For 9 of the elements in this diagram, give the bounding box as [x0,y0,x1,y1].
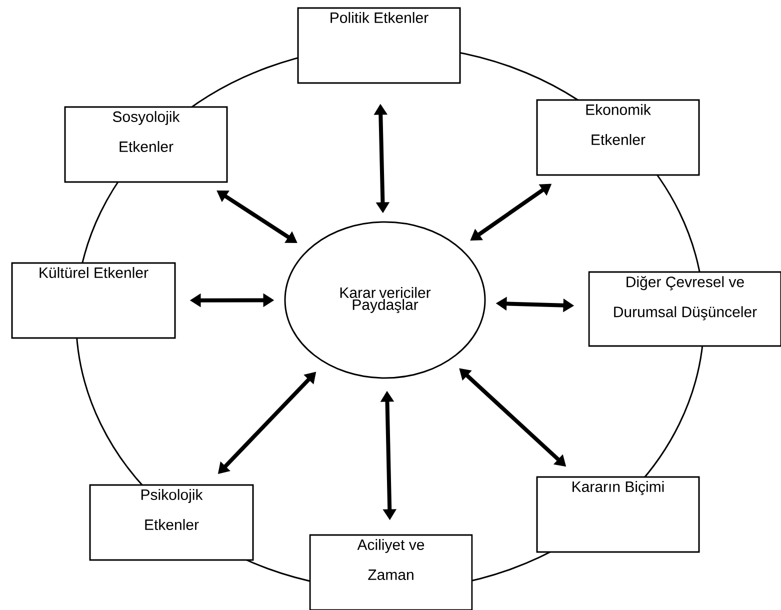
process-box: Aciliyet ve Zaman [309,534,473,610]
process-box: Kültürel Etkenler [11,262,176,339]
process-box: Diğer Çevresel ve Durumsal Düşünceler [588,271,781,347]
ellipse-node: Karar vericiler Paydaşlar [284,221,486,379]
process-box: Ekonomik Etkenler [536,99,700,176]
process-box: Psikolojik Etkenler [89,484,254,561]
process-box: Kararın Biçimi [536,476,700,553]
process-box: Sosyolojik Etkenler [64,106,228,183]
process-box: Politik Etkenler [297,7,461,84]
